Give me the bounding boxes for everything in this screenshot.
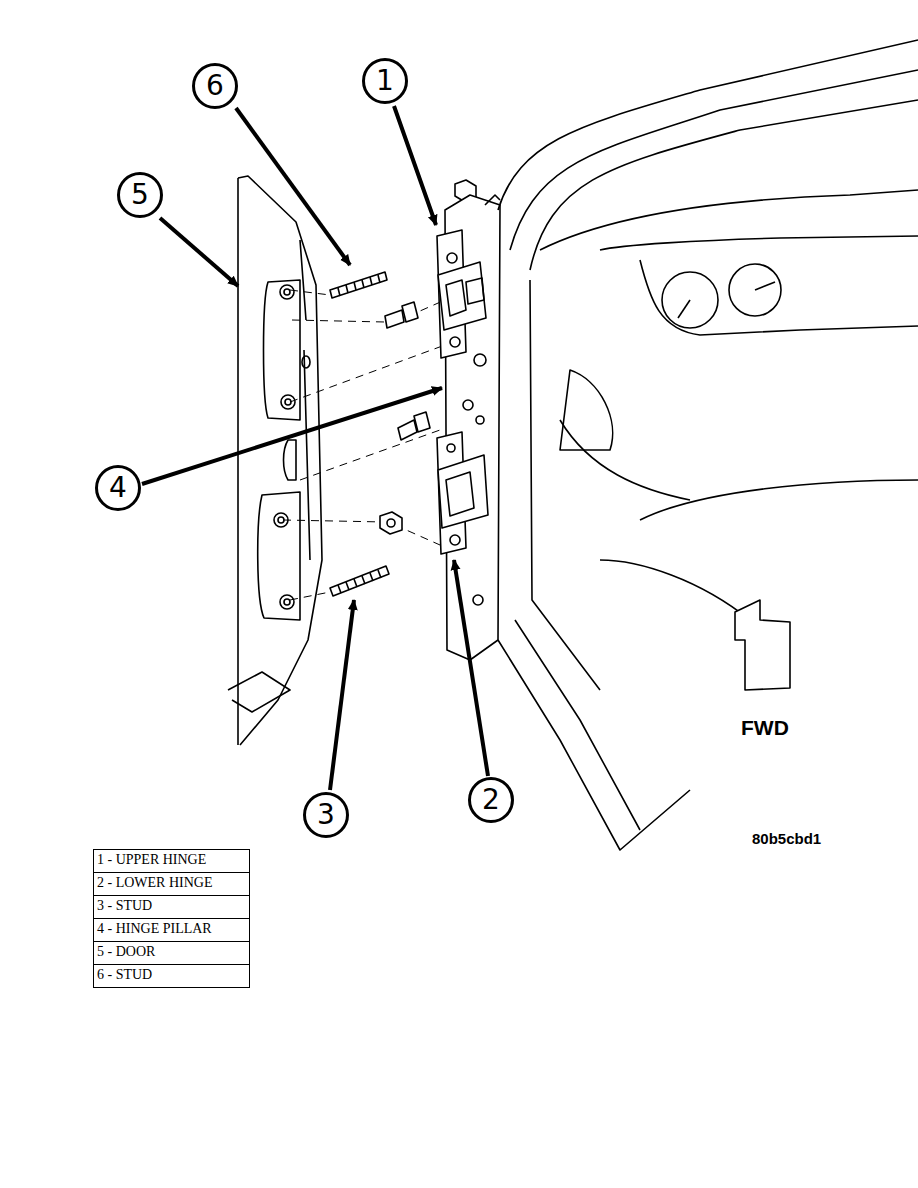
callout-number: 6 bbox=[206, 72, 224, 100]
callout-circle: 2 bbox=[468, 777, 514, 823]
callout-circle: 6 bbox=[192, 63, 238, 109]
legend-table-cell: 6 - STUD bbox=[93, 964, 250, 988]
callout-number: 2 bbox=[482, 786, 500, 814]
figure-code: 80b5cbd1 bbox=[752, 830, 821, 847]
callout-circle: 3 bbox=[303, 792, 349, 838]
direction-label: FWD bbox=[741, 716, 789, 740]
callout-circle: 1 bbox=[362, 58, 408, 104]
legend-table-cell: 2 - LOWER HINGE bbox=[93, 872, 250, 896]
callout-circle: 5 bbox=[117, 172, 163, 218]
legend-table-cell: 5 - DOOR bbox=[93, 941, 250, 965]
legend-table-cell: 4 - HINGE PILLAR bbox=[93, 918, 250, 942]
legend-table-cell: 1 - UPPER HINGE bbox=[93, 849, 250, 873]
callout-circle: 4 bbox=[95, 465, 141, 511]
callout-number: 5 bbox=[131, 181, 149, 209]
legend-table-cell: 3 - STUD bbox=[93, 895, 250, 919]
callout-number: 1 bbox=[376, 67, 394, 95]
callout-number: 4 bbox=[109, 474, 127, 502]
callout-number: 3 bbox=[317, 801, 335, 829]
